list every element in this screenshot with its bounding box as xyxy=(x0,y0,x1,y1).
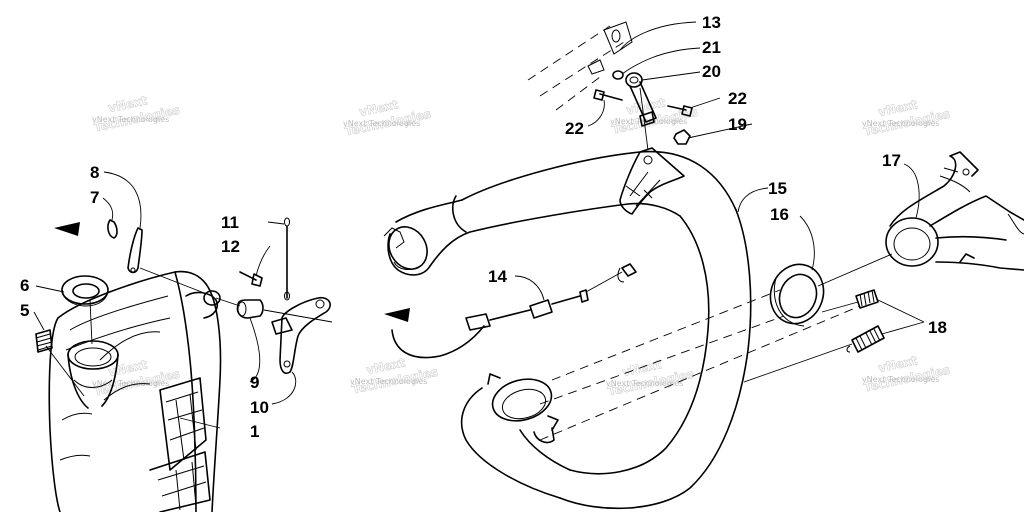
svg-text:vNext Technologies: vNext Technologies xyxy=(92,379,169,388)
svg-text:vNext Technologies: vNext Technologies xyxy=(606,379,683,388)
callout-18: 18 xyxy=(928,318,947,337)
leader-lines xyxy=(33,21,925,429)
svg-text:vNext Technologies: vNext Technologies xyxy=(92,115,169,124)
callout-9: 9 xyxy=(250,373,259,392)
callout-20: 20 xyxy=(702,62,721,81)
exhaust-pipe-part-15 xyxy=(383,150,752,510)
rod-part-11 xyxy=(284,217,290,301)
callout-12: 12 xyxy=(221,237,240,256)
watermark-8: vNext Technologies vNext Technologies xyxy=(862,353,951,395)
watermark-1: vNext Technologies vNext Technologies xyxy=(92,93,181,135)
callout-13: 13 xyxy=(702,13,721,32)
svg-text:vNext Technologies: vNext Technologies xyxy=(862,119,939,128)
assembly-lines xyxy=(45,87,893,441)
watermark-2: vNext Technologies vNext Technologies xyxy=(343,97,432,139)
pipe-hanger-bracket xyxy=(619,147,685,215)
callout-6: 6 xyxy=(20,276,29,295)
washer-part-21 xyxy=(612,70,624,80)
spring-part-18-upper xyxy=(855,289,879,309)
silencer-part-1 xyxy=(48,270,222,512)
bushing-part-9 xyxy=(236,299,264,319)
callout-16: 16 xyxy=(770,205,789,224)
callout-15: 15 xyxy=(768,179,787,198)
gasket-part-16 xyxy=(769,263,825,327)
watermark-4: vNext Technologies vNext Technologies xyxy=(862,97,951,139)
callout-1: 1 xyxy=(250,422,259,441)
grommet-part-6 xyxy=(61,275,109,307)
callout-22-right: 22 xyxy=(728,89,747,108)
callout-17: 17 xyxy=(882,151,901,170)
bolt-part-22-right xyxy=(667,105,693,117)
watermark-7: vNext Technologies vNext Technologies xyxy=(606,357,695,399)
hanger-link xyxy=(629,81,657,127)
strap-part-8 xyxy=(127,227,143,274)
callout-8: 8 xyxy=(90,163,99,182)
direction-arrow-left xyxy=(54,222,80,236)
clip-part-7 xyxy=(107,219,118,239)
watermark-6: vNext Technologies vNext Technologies xyxy=(350,355,439,397)
callout-11: 11 xyxy=(221,213,239,232)
sensor-part-14 xyxy=(391,289,589,359)
callout-19: 19 xyxy=(728,115,747,134)
svg-text:vNext Technologies: vNext Technologies xyxy=(862,375,939,384)
callout-labels: 1 5 6 7 8 9 10 11 12 13 14 15 16 17 18 1… xyxy=(20,13,947,441)
bolt-part-22-left xyxy=(593,89,623,101)
screw-part-12 xyxy=(239,271,263,287)
manifold-part-17 xyxy=(885,151,1024,271)
spring-part-18-lower xyxy=(846,325,885,353)
svg-text:vNext Technologies: vNext Technologies xyxy=(350,377,427,386)
spring-part-5 xyxy=(35,329,53,353)
bracket-part-10 xyxy=(271,296,331,375)
nut-part-19 xyxy=(673,129,691,145)
callout-21: 21 xyxy=(702,38,721,57)
callout-14: 14 xyxy=(488,267,507,286)
direction-arrow-center xyxy=(384,308,410,322)
callout-5: 5 xyxy=(20,301,29,320)
grommet-part-20 xyxy=(625,72,643,88)
frame-part-13 xyxy=(527,21,633,111)
callout-7: 7 xyxy=(90,188,99,207)
callout-10: 10 xyxy=(250,398,269,417)
callout-22-left: 22 xyxy=(565,119,584,138)
svg-text:vNext Technologies: vNext Technologies xyxy=(343,119,420,128)
